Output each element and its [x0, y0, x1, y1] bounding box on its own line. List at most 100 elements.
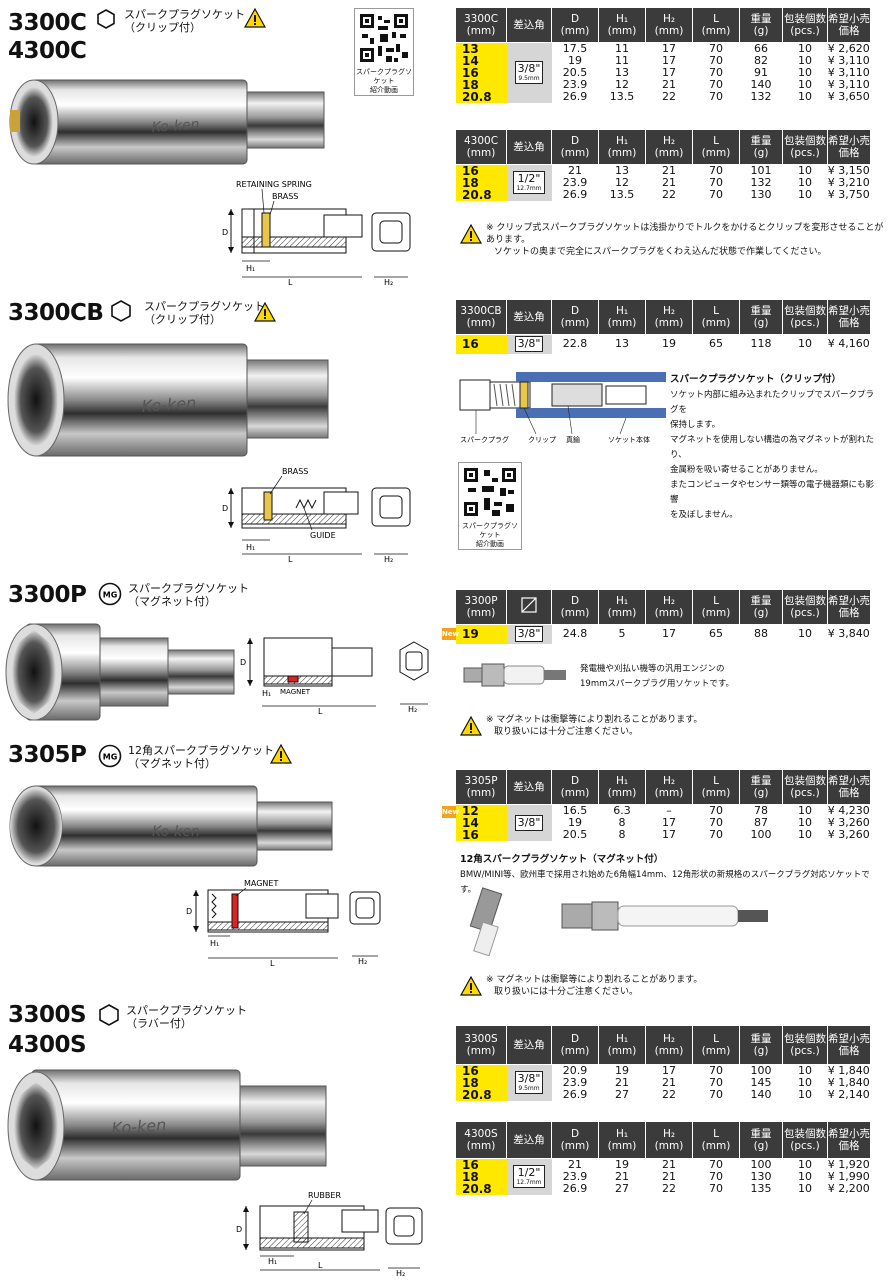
- table-cell: 26.9: [562, 89, 588, 103]
- table-cell: 11: [615, 53, 629, 67]
- caution-note: ※ クリップ式スパークプラグソケットは浅掛かりでトルクをかけるとクリップを変形さ…: [486, 222, 890, 258]
- text-label: 希望小売: [828, 594, 870, 607]
- size-cell: 13: [456, 42, 507, 55]
- model-number: 3300C: [8, 10, 87, 36]
- size-cell: 16: [456, 334, 507, 354]
- text-label: (mm): [607, 606, 637, 619]
- text-label: (g): [753, 1044, 769, 1057]
- table-cell: 20.5: [562, 65, 588, 79]
- qr-caption: スパークプラグソケット紹介動画: [459, 522, 521, 549]
- size-cell: 18: [456, 1170, 507, 1183]
- text-label: 希望小売: [828, 1127, 870, 1140]
- qr-code[interactable]: スパークプラグソケット紹介動画: [354, 8, 414, 96]
- label-rubber: RUBBER: [308, 1191, 341, 1200]
- qr-caption: スパークプラグソケット紹介動画: [355, 68, 413, 95]
- table-cell: 70: [709, 1087, 723, 1101]
- size-cell: 18: [456, 1076, 507, 1089]
- drive-badge: 3/8"9.5mm: [514, 61, 544, 84]
- label-guide: GUIDE: [310, 531, 336, 540]
- warning-icon: [460, 976, 482, 996]
- column-header: L(mm): [692, 1122, 740, 1159]
- warning-icon: [244, 8, 266, 28]
- text-label: 希望小売: [828, 304, 870, 317]
- table-cell: 3/8": [506, 334, 552, 354]
- column-header: H₂(mm): [645, 300, 693, 335]
- table-cell: 3/8": [506, 624, 552, 644]
- table-cell: 10: [798, 827, 812, 841]
- text-label: (mm): [701, 24, 731, 37]
- table-cell: 10: [798, 1075, 812, 1089]
- text-label: (mm): [560, 146, 590, 159]
- text-label: (mm): [607, 146, 637, 159]
- table-cell: 70: [709, 41, 723, 55]
- socket-photo: [5, 623, 235, 721]
- table-cell: 19: [615, 1157, 629, 1171]
- table-cell: ¥ 3,650: [827, 89, 870, 103]
- product-description: スパークプラグソケット（クリップ付） ソケット内部に組み込まれたクリップでスパー…: [670, 372, 882, 523]
- text-label: ソケットの奥まで完全にスパークプラグをくわえ込んだ状態で作業してください。: [494, 247, 827, 257]
- label-magnet: MAGNET: [280, 688, 311, 696]
- text-label: （クリップ付）: [144, 313, 221, 326]
- text-label: (mm): [607, 316, 637, 329]
- text-label: (mm): [654, 316, 684, 329]
- drive-badge: 1/2"12.7mm: [513, 171, 545, 194]
- text-label: 希望小売: [828, 774, 870, 787]
- text-label: (mm): [607, 24, 637, 37]
- label-d: D: [222, 504, 228, 513]
- text-label: (pcs.): [790, 316, 820, 329]
- column-header: H₂(mm): [645, 590, 693, 625]
- table-cell: 10: [798, 187, 812, 201]
- size-cell: 18: [456, 78, 507, 91]
- qr-code[interactable]: スパークプラグソケット紹介動画: [458, 462, 522, 550]
- text-label: 重量: [750, 134, 772, 147]
- label-h1: H₁: [268, 1257, 277, 1266]
- label-l: L: [318, 707, 323, 716]
- label-socket-body: ソケット本体: [608, 435, 650, 444]
- text-label: (mm): [466, 24, 496, 37]
- product-title: スパークプラグソケット（ラバー付）: [126, 1004, 247, 1030]
- label-d: D: [240, 658, 246, 667]
- table-cell: 3/8"9.5mm: [506, 42, 552, 103]
- table-cell: 140: [750, 1087, 772, 1101]
- caution-note: ※ マグネットは衝撃等により割れることがあります。取り扱いには十分ご注意ください…: [486, 714, 702, 738]
- column-header: L(mm): [692, 130, 740, 165]
- text-label: またコンピュータやセンサー類等の電子機器類にも影響: [670, 480, 875, 505]
- text-label: D: [570, 1127, 580, 1140]
- text-label: 包装個数: [784, 1127, 826, 1140]
- table-cell: 21: [615, 1169, 629, 1183]
- column-header: [506, 590, 552, 625]
- table-cell: 24.8: [562, 627, 588, 641]
- table-cell: 1/2"12.7mm: [506, 1158, 552, 1195]
- table-cell: 70: [709, 53, 723, 67]
- table-cell: 21: [615, 1075, 629, 1089]
- column-header: 希望小売価格: [827, 300, 870, 335]
- text-label: 包装個数: [784, 304, 826, 317]
- table-cell: 16.5: [562, 803, 588, 817]
- text-label: (mm): [560, 606, 590, 619]
- dimension-drawing: D BRASS GUIDE H₁ L H₂: [222, 467, 411, 564]
- text-label: 重量: [750, 774, 772, 787]
- column-header: D(mm): [551, 8, 599, 43]
- text-label: (mm): [560, 24, 590, 37]
- text-label: H₁: [615, 1127, 629, 1140]
- column-header: 包装個数(pcs.): [782, 770, 828, 805]
- text-label: L: [713, 12, 719, 25]
- column-header: 重量(g): [739, 590, 783, 625]
- table-cell: 10: [798, 803, 812, 817]
- table-cell: ¥ 3,110: [827, 77, 870, 91]
- table-cell: 21: [568, 1157, 582, 1171]
- table-cell: ¥ 3,210: [827, 175, 870, 189]
- table-cell: 10: [798, 89, 812, 103]
- table-cell: 13.5: [609, 187, 635, 201]
- size-cell: 18: [456, 176, 507, 189]
- table-cell: 27: [615, 1181, 629, 1195]
- text-label: 4300C: [463, 134, 499, 147]
- text-label: BMW/MINI等、欧州車で採用され始めた6角幅14mm、12角形状の新規格のス…: [460, 870, 870, 895]
- spec-table-3300p: 3300P(mm)D(mm)H₁(mm)H₂(mm)L(mm)重量(g)包装個数…: [456, 590, 870, 644]
- text-label: 12.7mm: [516, 185, 542, 192]
